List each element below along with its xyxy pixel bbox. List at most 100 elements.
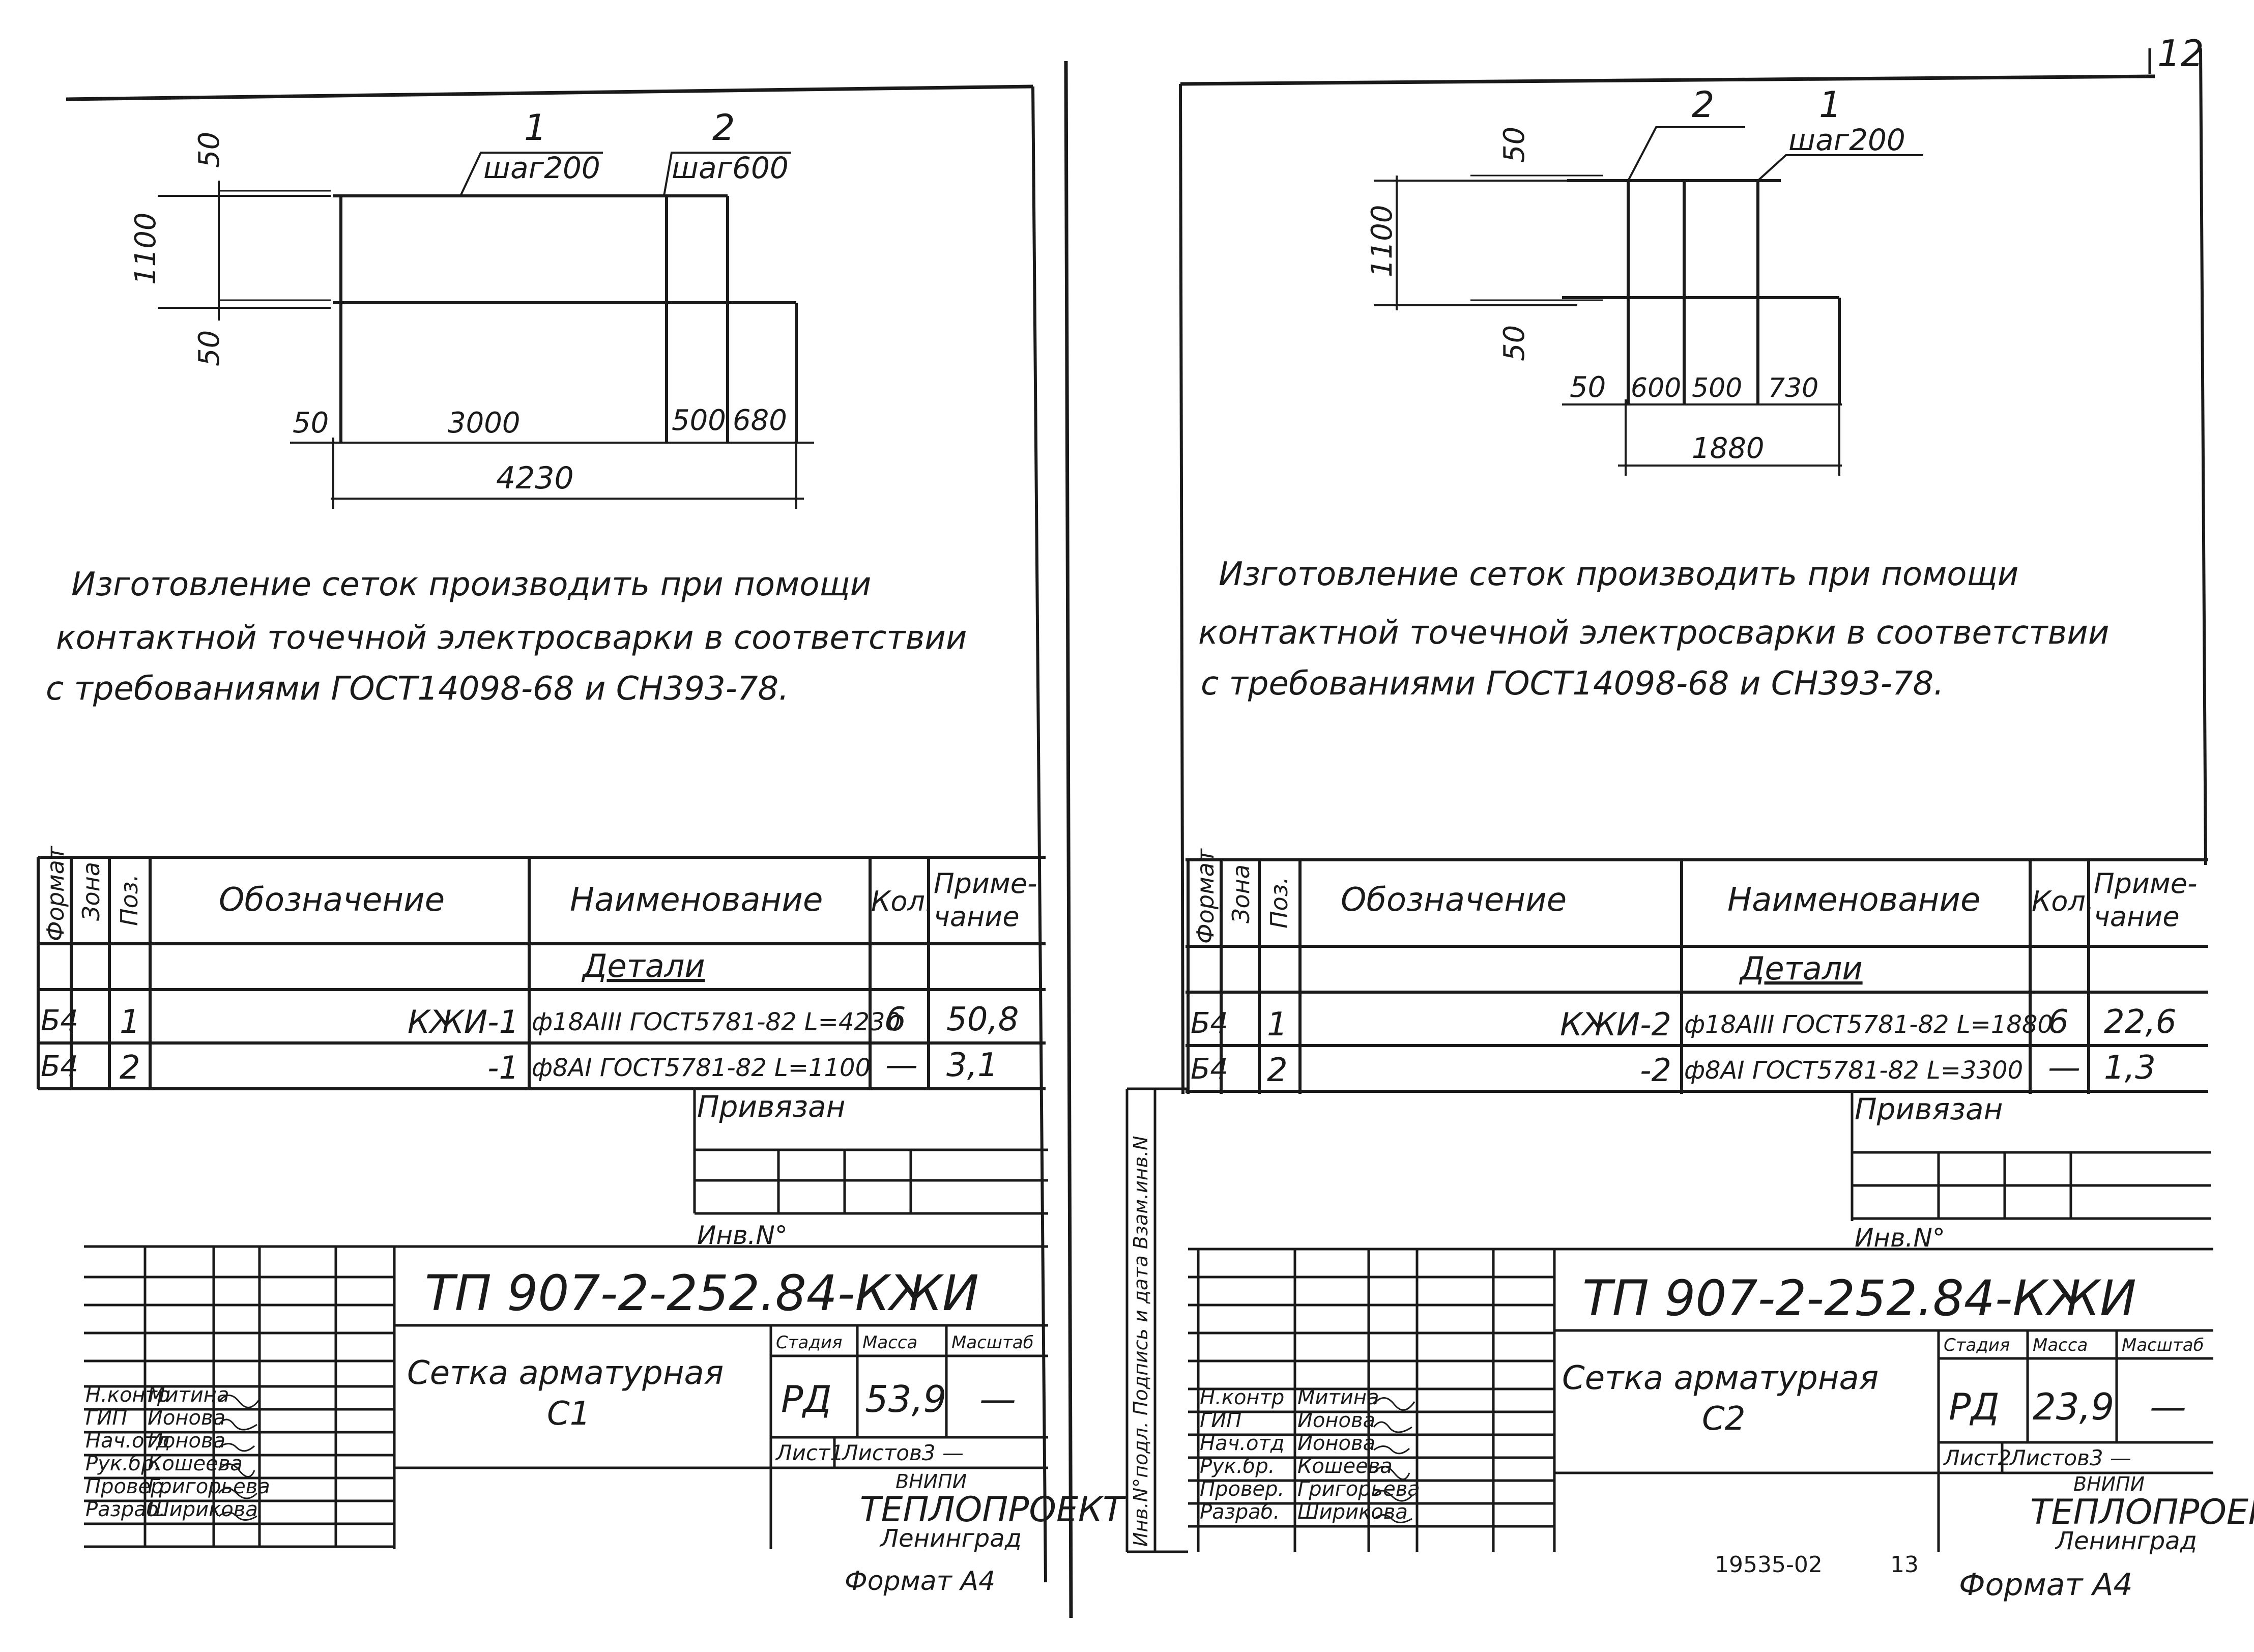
left-scale-value: — xyxy=(979,1378,1016,1421)
right-privyazan: Привязан xyxy=(1855,1092,2003,1126)
right-dim-1880: 1880 xyxy=(1692,432,1765,465)
left-sheets-count: Листов3 — xyxy=(841,1440,964,1465)
left-role-3: Нач.отд xyxy=(85,1429,170,1453)
right-stamp: 19535-02 xyxy=(1715,1552,1823,1578)
right-spec-table xyxy=(1186,858,2208,1094)
left-person-5: Григорьева xyxy=(148,1475,270,1498)
left-format: Формат А4 xyxy=(845,1566,995,1597)
left-row1-pos: 1 xyxy=(120,1003,140,1041)
right-note-line-1: Изготовление сеток производить при помощ… xyxy=(1219,556,2018,593)
left-col-zone: Зона xyxy=(77,862,105,921)
right-row1-name: ф18АIII ГОСТ5781-82 L=1880 xyxy=(1684,1010,2053,1039)
left-dim-500: 500 xyxy=(672,404,726,437)
left-row2-designation: -1 xyxy=(487,1049,519,1086)
left-sheet: 1 шаг200 2 шаг600 50 1100 50 50 3000 500… xyxy=(37,84,1126,1597)
right-row2-format: Б4 xyxy=(1191,1053,1228,1086)
left-row2-pos: 2 xyxy=(120,1049,140,1087)
right-dim-1100: 1100 xyxy=(1366,205,1399,277)
right-role-5: Провер. xyxy=(1200,1477,1284,1501)
right-role-3: Нач.отд xyxy=(1200,1432,1284,1455)
left-role-5: Провер. xyxy=(85,1475,170,1498)
left-person-3: Ионова xyxy=(148,1429,225,1453)
right-dim-50-left: 50 xyxy=(1570,371,1606,404)
right-note-line-2: контактной точечной электросварки в соот… xyxy=(1198,614,2109,652)
right-scale-value: — xyxy=(2150,1385,2186,1428)
left-mass-header: Масса xyxy=(862,1332,917,1353)
left-org-3: Ленинград xyxy=(879,1524,1022,1553)
right-org-3: Ленинград xyxy=(2055,1527,2197,1555)
right-row1-pos: 1 xyxy=(1267,1006,1288,1044)
left-col-note-2: чание xyxy=(934,901,1020,933)
left-row1-designation: КЖИ-1 xyxy=(408,1003,519,1040)
right-row1-note: 22,6 xyxy=(2104,1003,2177,1041)
left-doc-code: ТП 907-2-252.84-КЖИ xyxy=(425,1265,979,1322)
left-pos2-step: шаг600 xyxy=(672,151,789,185)
right-person-4: Кошеева xyxy=(1297,1455,1393,1478)
right-pos1-step: шаг200 xyxy=(1788,123,1905,157)
right-note-line-3: с требованиями ГОСТ14098-68 и СН393-78. xyxy=(1201,665,1944,703)
page-number: 12 xyxy=(2157,32,2204,75)
left-col-pos: Поз. xyxy=(115,874,143,926)
left-role-1: Н.контр xyxy=(85,1383,170,1407)
right-mass-header: Масса xyxy=(2033,1335,2088,1355)
left-dim-50-left: 50 xyxy=(293,407,329,440)
right-pos1-number: 1 xyxy=(1819,84,1842,126)
right-stage-value: РД xyxy=(1949,1385,2000,1428)
left-col-designation: Обозначение xyxy=(219,881,445,919)
left-inv: Инв.N° xyxy=(697,1221,788,1250)
right-signatures xyxy=(1373,1397,1415,1523)
left-row1-note: 50,8 xyxy=(946,1001,1019,1038)
left-person-6: Шириковa xyxy=(148,1498,258,1521)
left-title-name-1: Сетка арматурная xyxy=(407,1354,724,1392)
right-mass-value: 23,9 xyxy=(2033,1385,2114,1428)
right-col-designation: Обозначение xyxy=(1341,881,1567,919)
right-role-2: ГИП xyxy=(1200,1409,1241,1432)
right-dim-600: 600 xyxy=(1631,373,1681,403)
right-row2-name: ф8АI ГОСТ5781-82 L=3300 xyxy=(1684,1056,2023,1085)
left-org-1: ВНИПИ xyxy=(895,1470,967,1493)
left-row1-name: ф18АIII ГОСТ5781-82 L=4230 xyxy=(532,1008,901,1036)
right-mesh-drawing xyxy=(1374,126,1923,476)
left-binding-block xyxy=(693,1089,1048,1215)
right-page: 13 xyxy=(1890,1552,1919,1578)
right-role-4: Рук.бр. xyxy=(1200,1455,1275,1478)
left-col-name: Наименование xyxy=(570,881,823,919)
left-mass-value: 53,9 xyxy=(865,1378,946,1421)
left-person-1: Митина xyxy=(148,1383,229,1407)
right-row2-qty: — xyxy=(2048,1049,2080,1087)
right-dim-50-top: 50 xyxy=(1498,127,1531,163)
right-col-zone: Зона xyxy=(1227,864,1255,923)
left-note-line-2: контактной точечной электросварки в соот… xyxy=(56,619,967,657)
right-inv: Инв.N° xyxy=(1855,1223,1945,1253)
right-pos2-number: 2 xyxy=(1692,84,1715,126)
left-sheet-no: Лист1 xyxy=(775,1440,844,1465)
right-title-name-1: Сетка арматурная xyxy=(1562,1359,1879,1397)
left-role-6: Разраб. xyxy=(85,1498,165,1521)
left-signatures xyxy=(218,1395,261,1521)
right-row1-format: Б4 xyxy=(1191,1007,1228,1040)
left-row2-note: 3,1 xyxy=(946,1047,998,1084)
left-dim-680: 680 xyxy=(733,404,787,437)
left-dim-1100: 1100 xyxy=(129,212,162,285)
right-col-name: Наименование xyxy=(1727,881,1980,919)
left-title-block xyxy=(84,1245,1048,1549)
right-section-details: Детали xyxy=(1739,950,1863,987)
right-person-1: Митина xyxy=(1297,1386,1379,1409)
right-dim-730: 730 xyxy=(1768,373,1818,403)
right-format: Формат А4 xyxy=(1959,1567,2133,1603)
right-dim-500: 500 xyxy=(1692,373,1742,403)
right-row2-designation: -2 xyxy=(1640,1052,1671,1089)
left-section-details: Детали xyxy=(581,947,705,984)
right-person-2: Ионова xyxy=(1297,1409,1375,1432)
left-mesh-drawing xyxy=(158,152,814,509)
right-person-6: Шириковa xyxy=(1297,1500,1408,1524)
right-side-strip xyxy=(1125,1087,1188,1553)
left-privyazan: Привязан xyxy=(697,1089,846,1124)
right-doc-code: ТП 907-2-252.84-КЖИ xyxy=(1582,1270,2136,1327)
left-col-qty: Кол. xyxy=(871,885,934,917)
right-person-5: Григорьева xyxy=(1297,1477,1420,1501)
left-scale-header: Масштаб xyxy=(951,1332,1034,1353)
left-spec-table xyxy=(37,856,1046,1090)
right-scale-header: Масштаб xyxy=(2122,1335,2204,1355)
